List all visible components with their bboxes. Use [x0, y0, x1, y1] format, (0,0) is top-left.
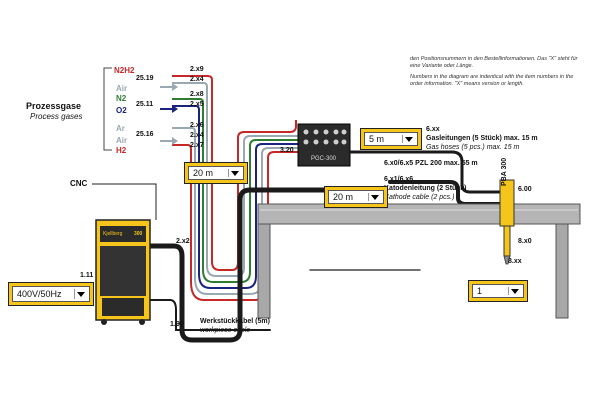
cable-gas-to-torch [348, 150, 502, 194]
gas-n2: N2 [116, 94, 127, 103]
item-2x2: 2.x2 [176, 238, 190, 245]
process-gases-title: Prozessgase [26, 101, 82, 111]
gas-console-ports [303, 129, 347, 145]
gas-air-1: Air [116, 84, 128, 93]
hose-h2 [172, 144, 316, 301]
gas-code-25-19: 25.19 [136, 75, 154, 82]
item-2x4-b: 2.x4 [190, 132, 204, 139]
item-8xx: 8.xx [508, 258, 522, 265]
gas-code-25-11: 25.11 [136, 101, 154, 108]
gas-arrows [160, 83, 178, 145]
hose-o2 [172, 105, 308, 289]
voltage-select[interactable]: 400V/50Hz [8, 282, 94, 306]
item-6-00: 6.00 [518, 186, 532, 193]
chevron-down-icon [402, 135, 414, 143]
chevron-down-icon [228, 169, 240, 177]
model-label: 300 [134, 231, 143, 237]
item-2x4-a: 2.x4 [190, 76, 204, 83]
gas-ar: Ar [116, 124, 125, 133]
note-english: Numbers in the diagram are indentical wi… [410, 74, 574, 87]
gas-air-2: Air [116, 136, 128, 145]
item-2x8: 2.x8 [190, 91, 204, 98]
item-2x5: 2.x5 [190, 101, 204, 108]
cnc-label: CNC [70, 179, 88, 188]
cathode-length-select[interactable]: 20 m [324, 186, 388, 208]
quantity-select[interactable]: 1 [468, 280, 528, 302]
cathode-en: Cathode cable (2 pcs.) [384, 194, 455, 201]
item-3-20: 3.20 [280, 147, 294, 154]
torch-label: PBA 300 [501, 157, 508, 186]
gas-console-label: PGC-300 [311, 156, 337, 162]
chevron-down-icon [368, 193, 380, 201]
hose-ar [172, 127, 312, 295]
cnc-connector [92, 183, 157, 220]
workpiece-en: workpiece cable [200, 327, 251, 334]
gas-hose-lines [172, 75, 316, 301]
pzl-label: 6.x0/6.x5 PZL 200 max. 55 m [384, 160, 478, 167]
console-length-select[interactable]: 5 m [360, 128, 422, 150]
gas-n2h2: N2H2 [114, 66, 135, 75]
hose-n2 [172, 98, 304, 283]
item-2x7: 2.x7 [190, 142, 204, 149]
cable-power-source [147, 187, 333, 343]
gas-h2: H2 [116, 146, 127, 155]
chevron-down-icon [74, 289, 86, 299]
hoses-length-value: 20 m [193, 168, 214, 178]
chevron-down-icon [508, 287, 520, 295]
item-2x9: 2.x9 [190, 66, 204, 73]
gas-hoses-de: Gasleitungen (5 Stück) max. 15 m [426, 135, 538, 142]
cathode-num: 6.x1/6.x6 [384, 176, 414, 183]
hoses-length-select[interactable]: 20 m [184, 162, 248, 184]
cathode-length-value: 20 m [333, 192, 354, 202]
gas-hoses-num: 6.xx [426, 126, 440, 133]
note-german: den Positionsnummern in den Bestellinfor… [410, 56, 578, 69]
console-length-value: 5 m [369, 134, 385, 144]
gas-code-25-16: 25.16 [136, 131, 154, 138]
voltage-value: 400V/50Hz [17, 289, 62, 299]
item-8x0: 8.x0 [518, 238, 532, 245]
cathode-de: Katodenleitung (2 Stück) [384, 185, 467, 192]
cutting-table-gantry [257, 203, 581, 319]
item-1-90: 1.90 [170, 321, 184, 328]
workpiece-de: Werkstückkabel (5m) [200, 318, 270, 325]
gas-bracket [103, 67, 112, 151]
process-gases-subtitle: Process gases [30, 112, 83, 121]
power-source-unit [95, 219, 151, 325]
brand-logo: Kjellberg [103, 231, 123, 237]
cable-workpiece [149, 299, 271, 331]
gas-o2: O2 [116, 106, 127, 115]
item-2x6: 2.x6 [190, 122, 204, 129]
gas-hoses-en: Gas hoses (5 pcs.) max. 15 m [426, 144, 520, 151]
hose-n2h2 [172, 75, 297, 271]
item-1-11: 1.11 [80, 272, 94, 279]
torch-assembly [499, 179, 515, 265]
hose-air-1 [172, 82, 300, 277]
quantity-value: 1 [477, 286, 483, 296]
